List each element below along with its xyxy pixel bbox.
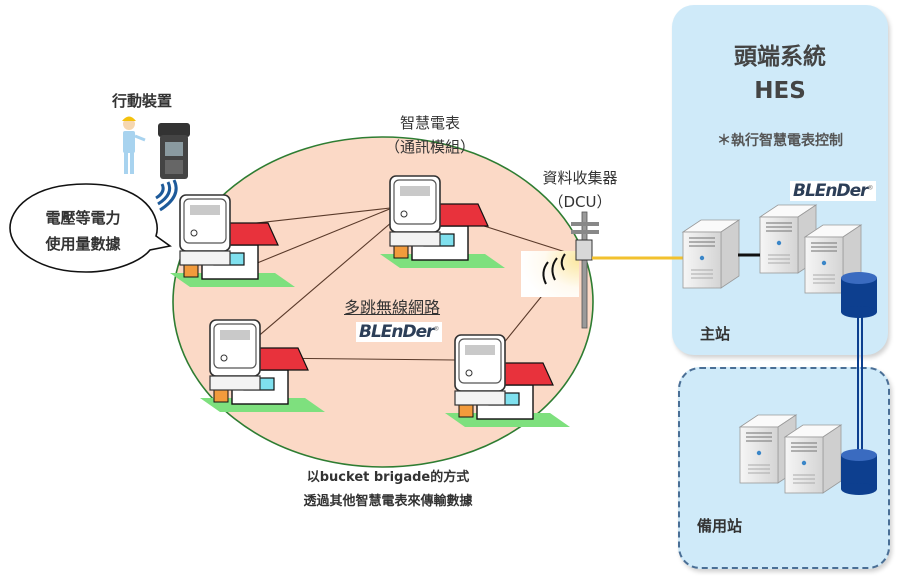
smart-meter-line-2: （通訊模組） [384, 138, 475, 156]
handheld-device-icon [158, 123, 190, 179]
hes-title-line-2: HES [754, 78, 806, 104]
mesh-network-label: 多跳無線網路 [344, 298, 441, 317]
speech-bubble [9, 183, 172, 273]
bucket-brigade-note: 以bucket brigade的方式 透過其他智慧電表來傳輸數據 [258, 466, 518, 514]
house-with-meter-4 [445, 334, 570, 427]
hes-note: ＊執行智慧電表控制 [717, 133, 843, 149]
bucket-note-line-1: 以bucket brigade的方式 [306, 470, 470, 485]
smart-meter-label: 智慧電表 （通訊模組） [370, 111, 490, 159]
smart-meter-icon [179, 194, 231, 266]
blender-logo-text: BLEnDer [793, 181, 869, 201]
bucket-note-line-2: 透過其他智慧電表來傳輸數據 [303, 494, 473, 509]
server-backup-2-icon [783, 424, 843, 494]
hes-title-line-1: 頭端系統 [734, 44, 826, 70]
speech-line-1: 電壓等電力 [45, 209, 121, 227]
house-with-meter-3 [200, 319, 325, 412]
speech-bubble-text: 電壓等電力 使用量數據 [18, 205, 148, 257]
server-main-1-icon [681, 219, 741, 289]
database-backup-icon [841, 449, 877, 495]
worker-icon [122, 116, 146, 174]
blender-logo-hes: BLEnDer® [790, 181, 876, 201]
backup-station-label: 備用站 [697, 517, 743, 535]
blender-logo-mesh: BLEnDer® [356, 322, 442, 342]
database-main-icon [841, 272, 877, 318]
smart-meter-icon [389, 175, 441, 247]
house-with-meter-1 [170, 194, 295, 287]
dcu-label: 資料收集器 （DCU） [520, 166, 640, 214]
mobile-device-label: 行動裝置 [112, 92, 173, 110]
speech-line-2: 使用量數據 [45, 235, 121, 253]
hes-title: 頭端系統 HES [672, 40, 888, 108]
main-station-label: 主站 [700, 325, 731, 343]
house-with-meter-2 [380, 175, 505, 268]
replication-link [857, 300, 863, 455]
smart-meter-icon [209, 319, 261, 391]
dcu-line-1: 資料收集器 [542, 169, 618, 187]
dcu-line-2: （DCU） [548, 193, 612, 211]
blender-logo-text: BLEnDer [359, 322, 435, 342]
smart-meter-icon [454, 334, 506, 406]
smart-meter-line-1: 智慧電表 [399, 114, 460, 132]
dcu-antenna [521, 211, 599, 329]
server-main-3-icon [803, 224, 863, 294]
wireless-signal-icon [155, 179, 178, 212]
